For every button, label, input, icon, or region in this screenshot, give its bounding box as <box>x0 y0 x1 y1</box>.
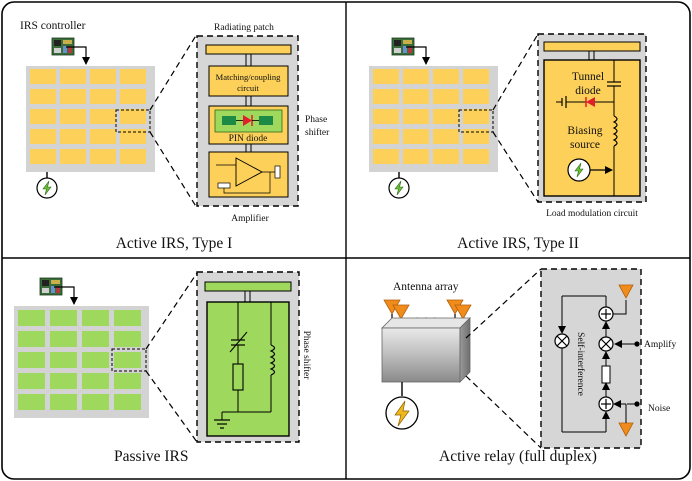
resistor-symbol <box>232 363 244 391</box>
caption-active-irs-type-2: Active IRS, Type II <box>457 235 579 252</box>
biasing-source-label-2: source <box>570 139 600 151</box>
amplify-label: Amplify <box>644 339 676 350</box>
load-modulation-block <box>543 59 641 197</box>
radiating-patch <box>205 44 292 55</box>
pin-diode-label: PIN diode <box>229 134 268 144</box>
amplifier-triangle <box>235 157 263 187</box>
self-interference-label: Self-interference <box>575 332 586 396</box>
active-irs-grid-2 <box>369 66 498 172</box>
caption-passive-irs: Passive IRS <box>114 448 189 465</box>
tunnel-diode-symbol <box>586 97 595 107</box>
zoom-box-4 <box>540 268 642 449</box>
antenna-tx-icon <box>618 284 634 299</box>
panel-active-irs-type-2: Tunnel diode Biasing source Load modulat… <box>369 33 647 252</box>
noise-label: Noise <box>648 404 670 414</box>
amplifier-label: Amplifier <box>231 213 269 224</box>
matching-circuit-block <box>208 65 289 97</box>
panel-passive-irs: Phase shifter Passive IRS <box>14 271 312 465</box>
caption-active-irs-type-1: Active IRS, Type I <box>116 235 233 252</box>
radiating-patch-label: Radiating patch <box>214 23 274 33</box>
passive-irs-grid <box>14 306 149 418</box>
relay-box <box>381 317 471 383</box>
phase-shifter-label-2: shifter <box>305 127 330 138</box>
biasing-source-label-1: Biasing <box>567 125 602 137</box>
phase-shifter-label-1: Phase <box>305 115 327 125</box>
delay-resistor <box>601 365 611 384</box>
tunnel-diode-label-1: Tunnel <box>572 71 604 83</box>
passive-patch <box>204 281 292 292</box>
matching-circuit-label-1: Matching/coupling <box>216 72 281 82</box>
irs-controller-label: IRS controller <box>20 20 86 32</box>
matching-circuit-label-2: circuit <box>237 83 259 93</box>
passive-circuit-block <box>206 301 290 437</box>
caption-active-relay: Active relay (full duplex) <box>439 448 597 465</box>
antenna-array-label: Antenna array <box>393 281 459 293</box>
phase-shifter-label-passive: Phase shifter <box>301 331 312 381</box>
inductor-symbol <box>612 115 618 147</box>
panel-active-relay: Antenna array • • • <box>381 268 676 465</box>
panel-active-irs-type-1: IRS controller Radiating patch Matching/… <box>20 20 330 252</box>
inductor-symbol-passive <box>269 344 276 376</box>
tunnel-diode-label-2: diode <box>575 85 601 97</box>
load-modulation-label: Load modulation circuit <box>546 209 638 219</box>
active-irs-grid-1 <box>26 66 155 172</box>
